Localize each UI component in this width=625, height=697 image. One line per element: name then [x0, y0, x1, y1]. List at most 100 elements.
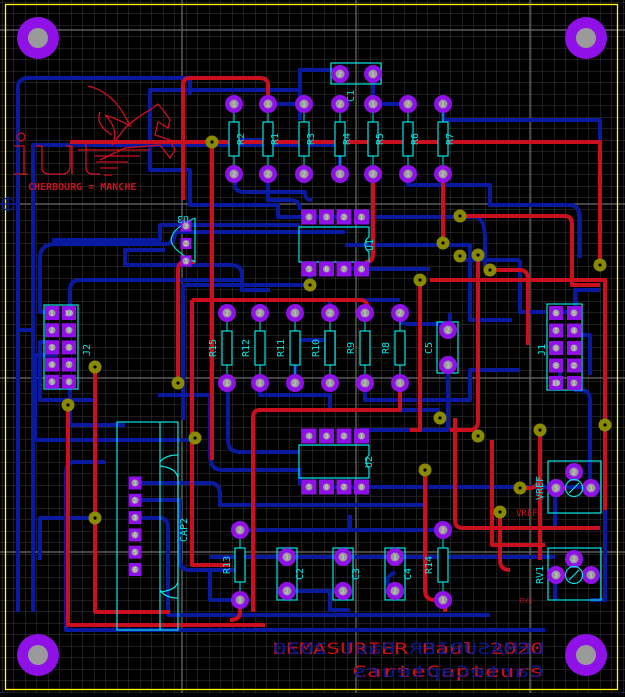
- pad-number: 2: [371, 171, 375, 179]
- pad: 1: [582, 566, 600, 584]
- resistor-r9: 1 2 R9: [346, 304, 374, 392]
- pad: 2: [259, 165, 277, 183]
- pad-number: 2: [232, 171, 236, 179]
- pad: 1: [128, 476, 142, 490]
- pad-hole: [182, 257, 190, 265]
- pad-hole: [305, 265, 313, 273]
- mounting-hole-top-left: [17, 17, 59, 59]
- pad: 1: [231, 591, 249, 609]
- pad-hole: [438, 99, 448, 109]
- pad: 1: [356, 304, 374, 322]
- ic-u2-outline: [298, 444, 370, 479]
- pad-hole: [390, 552, 400, 562]
- resistor-label: R8: [381, 342, 392, 354]
- pad-number: 6: [67, 378, 71, 386]
- pad-hole: [438, 169, 448, 179]
- via-hole: [441, 241, 445, 245]
- pad-number: 1: [232, 101, 236, 109]
- pad: 1: [45, 306, 59, 320]
- pad-number: 4: [50, 361, 54, 369]
- via: [205, 135, 219, 149]
- pad-number: 1: [359, 214, 363, 222]
- pad-number: 2: [363, 380, 367, 388]
- pad-hole: [131, 514, 139, 522]
- pad: 1: [218, 374, 236, 392]
- logo-subtitle: CHERBOURG = MANCHE: [28, 182, 136, 193]
- resistor-label: R4: [342, 133, 353, 145]
- pad-number: 2: [446, 327, 450, 335]
- pad-number: 9: [554, 362, 558, 370]
- pad: 2: [225, 165, 243, 183]
- footer-author-text-mirrored: LEMASURIER Paul 2020: [273, 639, 545, 658]
- via: [513, 481, 527, 495]
- via-hole: [423, 468, 427, 472]
- pad-hole: [255, 378, 265, 388]
- pad: 2: [356, 374, 374, 392]
- pad: 2: [391, 304, 409, 322]
- via-hole: [488, 268, 492, 272]
- via: [188, 431, 202, 445]
- via-hole: [93, 365, 97, 369]
- j2-outline: [43, 304, 79, 390]
- resistor-label: R9: [346, 342, 357, 354]
- pad: 10: [62, 306, 76, 320]
- resistor-body: [334, 121, 346, 157]
- via: [436, 236, 450, 250]
- pad-hole: [131, 496, 139, 504]
- via-hole: [538, 428, 542, 432]
- pad-number: 2: [441, 527, 445, 535]
- pad-hole: [438, 525, 448, 535]
- pad-number: 1: [258, 380, 262, 388]
- via: [493, 505, 507, 519]
- resistor-label: R3: [306, 133, 317, 145]
- resistor-body: [402, 121, 414, 157]
- pad: 5: [45, 374, 59, 389]
- resistor-label: R7: [445, 133, 456, 145]
- pad-hole: [570, 344, 578, 352]
- pad-hole: [569, 467, 579, 477]
- pad: 2: [331, 95, 349, 113]
- pad-number: 2: [406, 101, 410, 109]
- pad: 2: [218, 304, 236, 322]
- pad-hole: [282, 552, 292, 562]
- pad-hole: [229, 169, 239, 179]
- rv1-copper-label: RV1: [520, 597, 533, 605]
- pad: 8: [354, 261, 369, 277]
- pad: 3: [180, 220, 192, 232]
- via-hole: [476, 434, 480, 438]
- pad-number: 3: [324, 433, 328, 441]
- pad: 6: [319, 479, 334, 495]
- pad-hole: [65, 309, 73, 317]
- resistor-body: [394, 330, 406, 366]
- resistor-label: R11: [276, 339, 287, 357]
- pad: 9: [549, 358, 563, 373]
- via-hole: [418, 278, 422, 282]
- pad-hole: [325, 308, 335, 318]
- pad-number: 2: [225, 310, 229, 318]
- pad-hole: [570, 362, 578, 369]
- pad: 1: [439, 356, 457, 374]
- pad: 3: [45, 340, 59, 355]
- resistor-body: [262, 121, 274, 157]
- mounting-hole-top-right: [565, 17, 607, 59]
- pad-number: 6: [554, 310, 558, 318]
- pad-number: 1: [371, 101, 375, 109]
- via: [171, 376, 185, 390]
- pad-hole: [235, 525, 245, 535]
- pad-hole: [325, 378, 335, 388]
- iut-logo: CHERBOURG = MANCHE: [14, 85, 176, 193]
- pad-number: 1: [359, 433, 363, 441]
- pad-number: 2: [393, 588, 397, 596]
- pad-number: 1: [238, 597, 242, 605]
- u3-label: U3: [177, 213, 189, 224]
- pad: 6: [549, 306, 563, 320]
- pad-number: 1: [441, 597, 445, 605]
- pad: 1: [278, 548, 296, 566]
